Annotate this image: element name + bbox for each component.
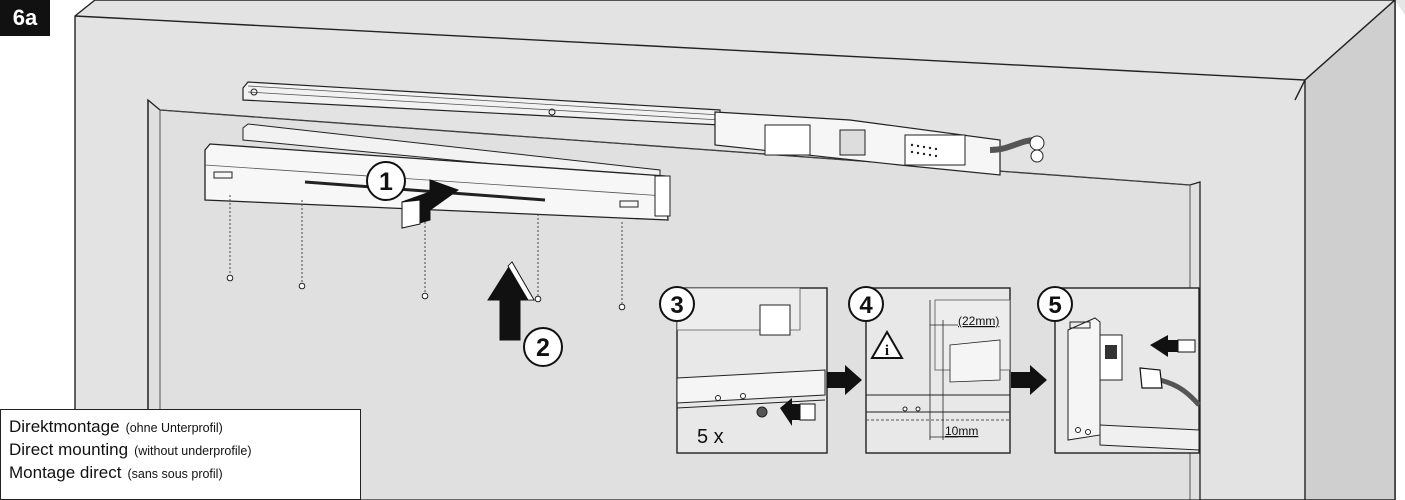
- caption-line-fr: Montage direct (sans sous profil): [9, 462, 360, 485]
- panel-arrow-4-to-5: [1011, 365, 1047, 395]
- svg-text:2: 2: [536, 334, 550, 362]
- caption-sub-fr: (sans sous profil): [127, 467, 223, 481]
- screw-guides: [229, 195, 623, 304]
- caption-main-de: Direktmontage: [9, 417, 120, 436]
- up-arrow: [487, 261, 535, 341]
- drive-rail: [242, 81, 721, 126]
- svg-text:1: 1: [379, 168, 393, 196]
- screws: [226, 274, 626, 311]
- caption-line-en: Direct mounting (without underprofile): [9, 439, 360, 462]
- push-arrow: [401, 179, 460, 229]
- svg-text:(22mm): (22mm): [958, 314, 999, 328]
- svg-text:5 x: 5 x: [697, 426, 724, 448]
- svg-text:10mm: 10mm: [945, 424, 978, 438]
- caption-main-fr: Montage direct: [9, 463, 122, 482]
- caption-sub-en: (without underprofile): [134, 444, 252, 458]
- detail-panel-3: 5 x 3: [659, 286, 828, 454]
- svg-text:5: 5: [1048, 292, 1061, 319]
- caption-main-en: Direct mounting: [9, 440, 129, 459]
- svg-text:4: 4: [859, 292, 873, 319]
- figure-label: 6a: [0, 0, 50, 36]
- detail-panel-4: i (22mm) 10mm 4: [848, 286, 1011, 454]
- caption-line-de: Direktmontage (ohne Unterprofil): [9, 416, 360, 439]
- svg-text:3: 3: [670, 292, 683, 319]
- step-1-marker: 1: [366, 161, 406, 201]
- panel-arrow-3-to-4: [827, 365, 862, 395]
- detail-panel-5: 5: [1037, 286, 1201, 454]
- step-2-marker: 2: [523, 327, 563, 367]
- caption-box: Direktmontage (ohne Unterprofil) Direct m…: [0, 409, 361, 500]
- caption-sub-de: (ohne Unterprofil): [125, 421, 223, 435]
- svg-text:i: i: [885, 343, 889, 359]
- drive-unit: [714, 111, 1045, 176]
